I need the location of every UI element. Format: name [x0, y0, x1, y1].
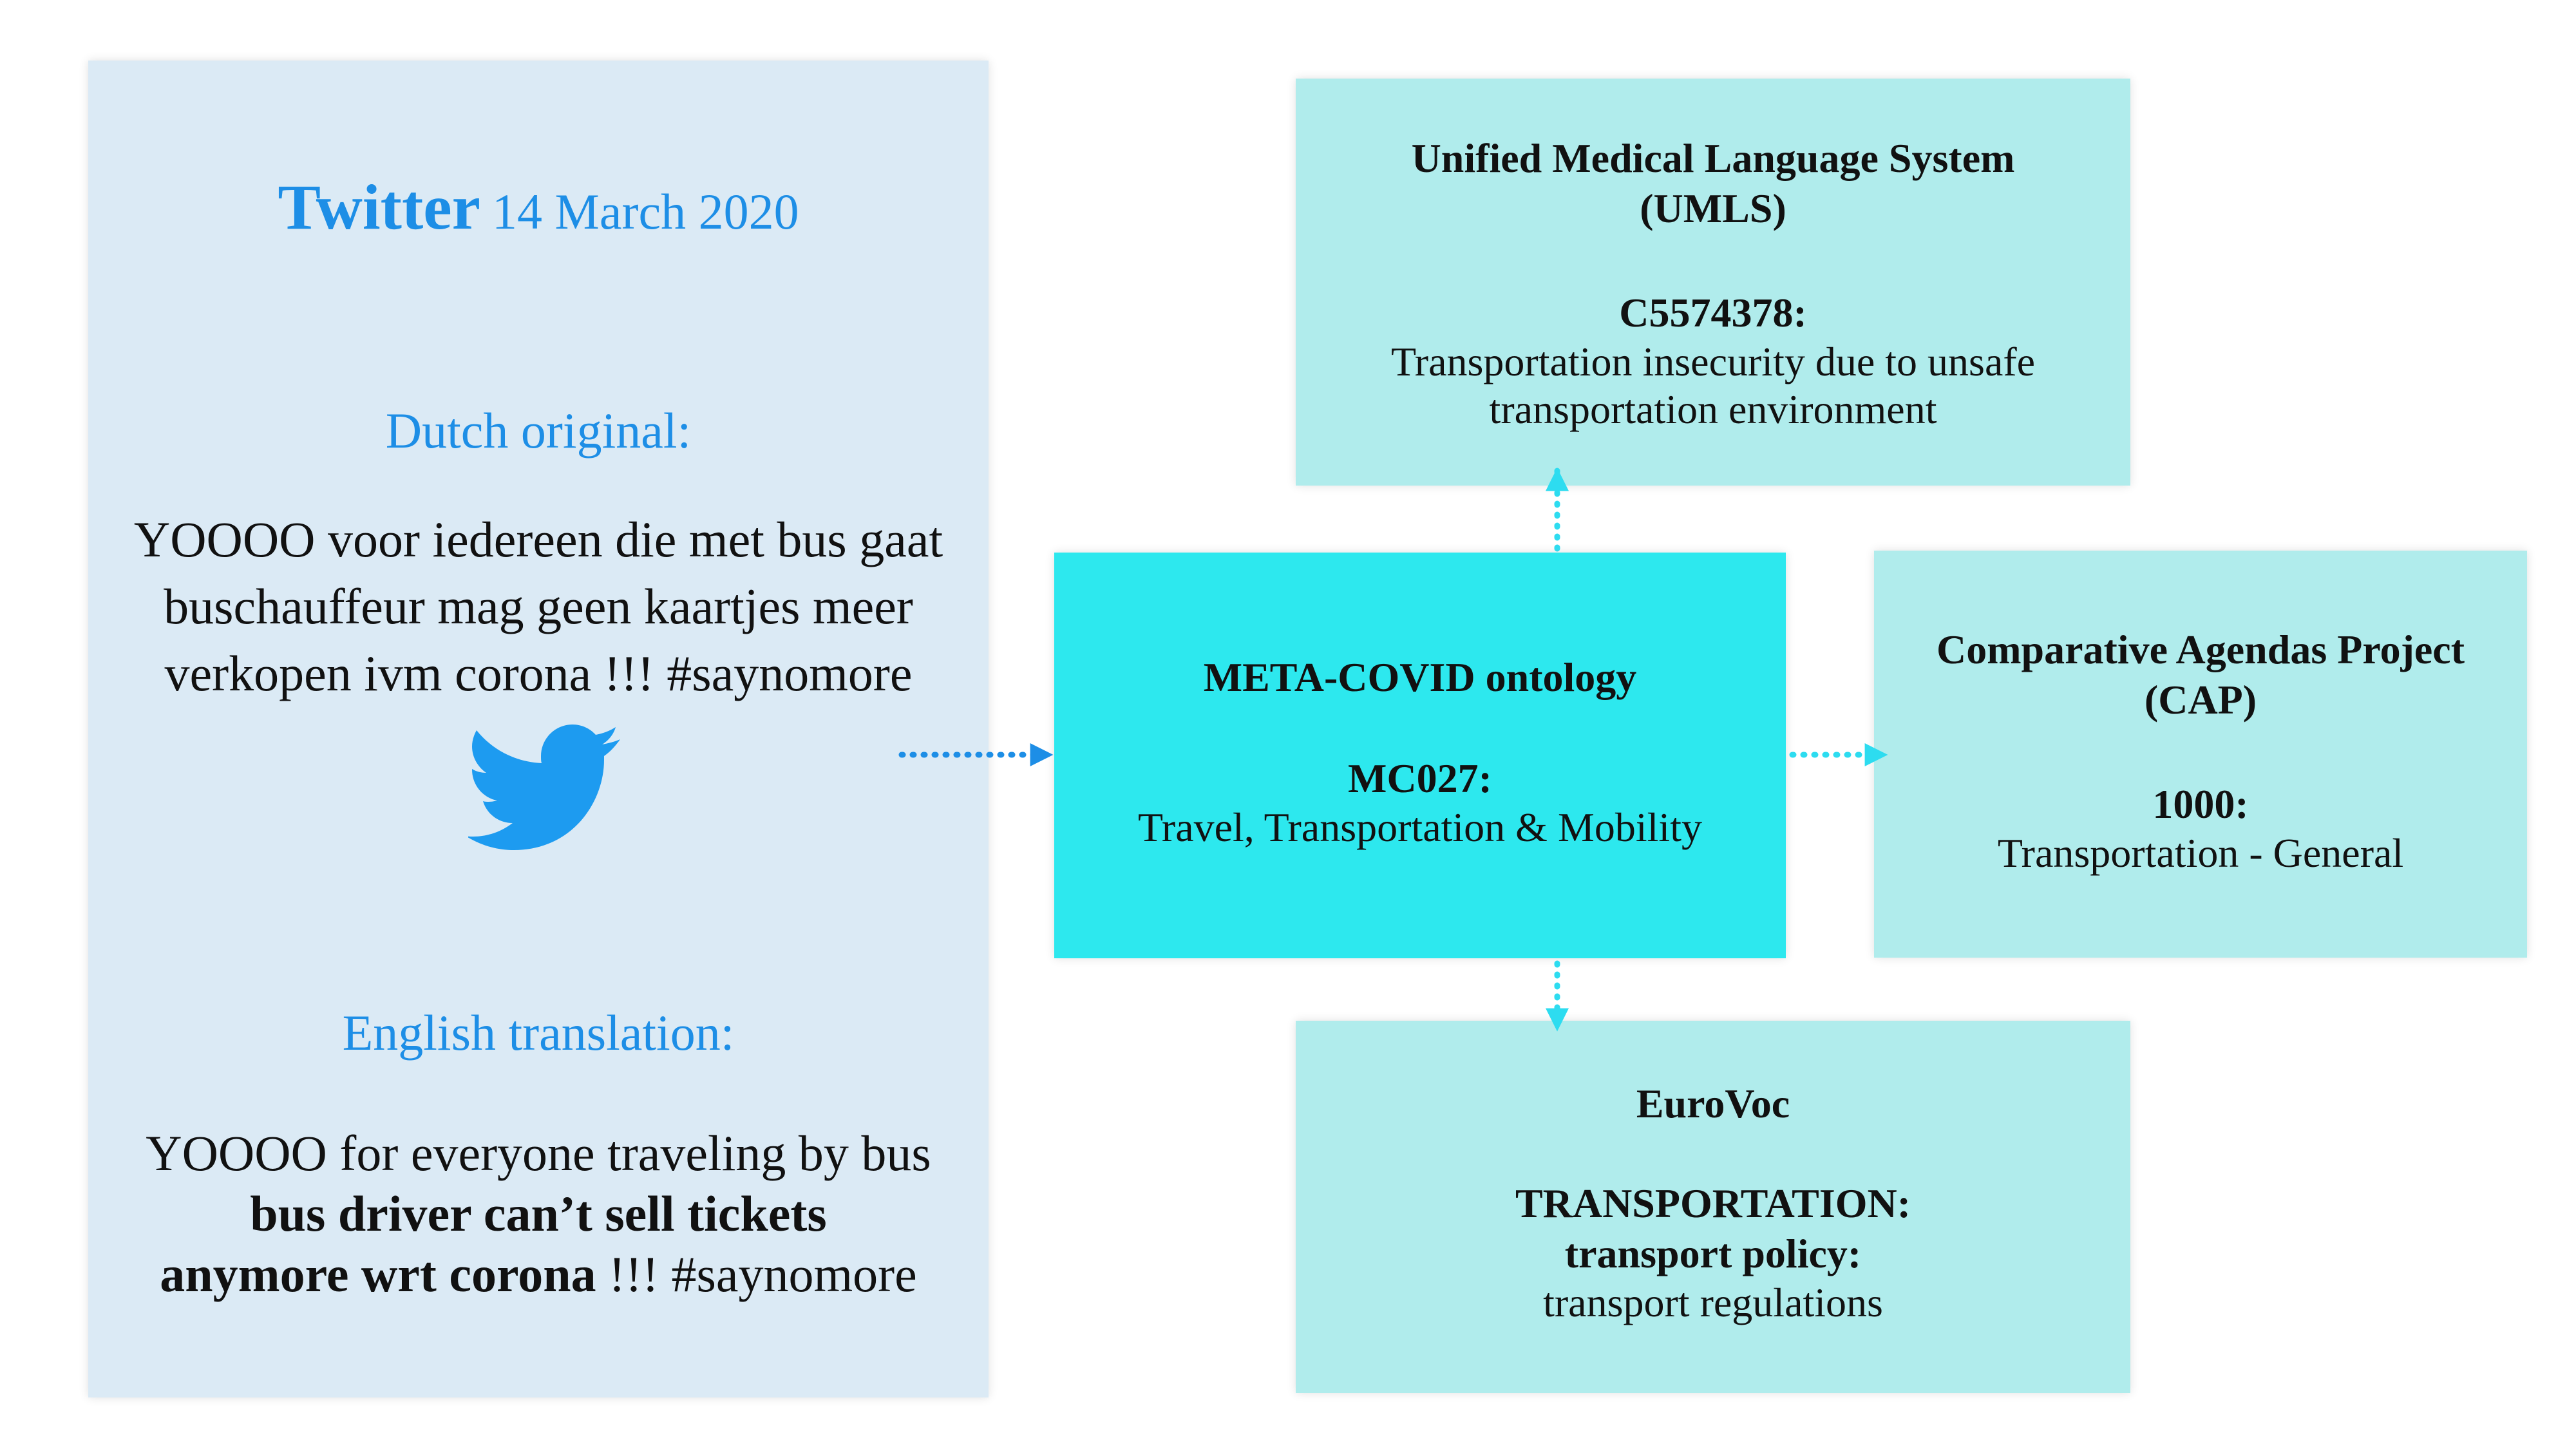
cap-title: Comparative Agendas Project: [1937, 627, 2465, 672]
english-line-emphasis: anymore wrt corona: [160, 1246, 596, 1302]
dutch-text: YOOOO voor iedereen die met bus gaat bus…: [114, 506, 963, 707]
english-line: YOOOO for everyone traveling by bus: [146, 1125, 931, 1181]
english-heading: English translation:: [342, 1005, 735, 1061]
meta-covid-box: META-COVID ontology MC027: Travel, Trans…: [1054, 553, 1786, 958]
cap-label: Transportation - General: [1997, 830, 2404, 876]
umls-abbrev: (UMLS): [1640, 185, 1786, 231]
dutch-line: buschauffeur mag geen kaartjes meer: [164, 578, 913, 634]
cap-code: 1000:: [2152, 781, 2249, 827]
umls-box: Unified Medical Language System (UMLS) C…: [1296, 79, 2130, 486]
cap-box: Comparative Agendas Project (CAP) 1000: …: [1874, 551, 2527, 958]
eurovoc-label: transport regulations: [1543, 1280, 1883, 1325]
eurovoc-subcode: transport policy:: [1564, 1231, 1862, 1276]
english-text: YOOOO for everyone traveling by bus bus …: [114, 1123, 963, 1305]
eurovoc-box: EuroVoc TRANSPORTATION: transport policy…: [1296, 1021, 2130, 1393]
umls-code: C5574378:: [1619, 290, 1807, 336]
meta-covid-title: META-COVID ontology: [1203, 654, 1637, 700]
umls-label: Transportation insecurity due to unsafe: [1390, 339, 2036, 384]
cap-abbrev: (CAP): [2144, 677, 2257, 723]
dutch-line: verkopen ivm corona !!! #saynomore: [164, 645, 913, 701]
meta-covid-code: MC027:: [1348, 755, 1492, 801]
twitter-bird-icon: [468, 724, 620, 850]
dutch-line: YOOOO voor iedereen die met bus gaat: [133, 511, 943, 567]
umls-title: Unified Medical Language System: [1411, 135, 2015, 181]
platform-name: Twitter: [278, 171, 481, 243]
eurovoc-title: EuroVoc: [1636, 1081, 1790, 1126]
meta-covid-label: Travel, Transportation & Mobility: [1138, 804, 1702, 850]
eurovoc-code: TRANSPORTATION:: [1515, 1180, 1911, 1226]
dutch-heading: Dutch original:: [385, 402, 692, 459]
tweet-date: 14 March 2020: [492, 184, 799, 240]
english-line-emphasis: bus driver can’t sell tickets: [250, 1186, 827, 1242]
umls-label: transportation environment: [1489, 386, 1937, 432]
english-line: anymore wrt corona !!! #saynomore: [114, 1244, 963, 1305]
english-line-rest: !!! #saynomore: [596, 1246, 917, 1302]
